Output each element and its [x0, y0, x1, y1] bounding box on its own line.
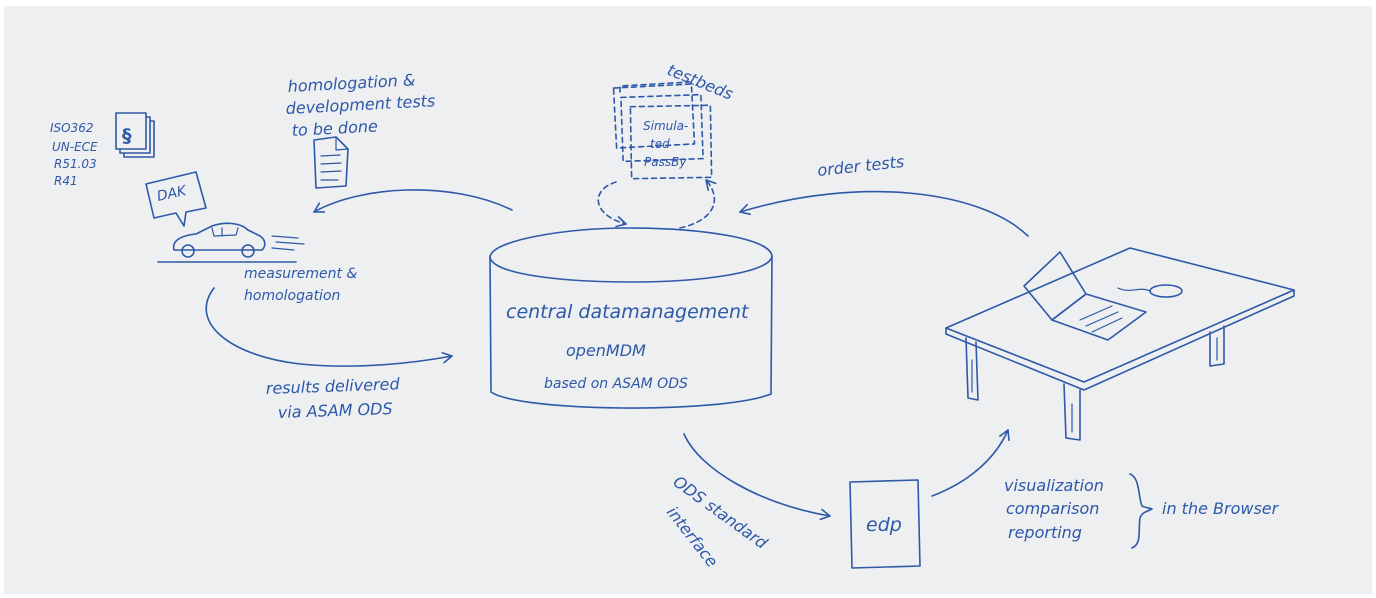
diagram-background: [4, 6, 1372, 594]
simulated-line-2: ted: [650, 137, 670, 151]
testbeds-stack: [612, 81, 713, 180]
capability-reporting: reporting: [1008, 523, 1082, 542]
norm-r5103: R51.03: [54, 157, 97, 171]
measurement-line-1: measurement &: [244, 266, 357, 282]
mouse-icon: [1117, 284, 1183, 298]
central-database-cylinder: [489, 227, 773, 409]
edp-label: edp: [866, 514, 902, 536]
central-title: central datamanagement: [506, 301, 750, 323]
desk-icon: [945, 247, 1295, 441]
results-line-1: results delivered: [265, 374, 400, 398]
simulated-line-3: PassBy: [644, 155, 687, 169]
norm-r41: R41: [54, 174, 78, 188]
db-to-edp-arrow: [683, 433, 831, 521]
central-based-on: based on ASAM ODS: [544, 376, 688, 392]
law-book-icon: [115, 112, 155, 158]
simulated-line-1: Simula-: [643, 119, 688, 133]
homologation-line-2: development tests: [285, 91, 435, 118]
car-icon: [157, 222, 305, 263]
speech-label: DAK: [156, 183, 190, 205]
homologation-line-1: homologation &: [287, 70, 416, 96]
speech-bubble-icon: [145, 171, 207, 227]
db-to-testbeds-arrow: [679, 179, 717, 229]
browser-label: in the Browser: [1162, 499, 1280, 518]
desk-to-db-arrow: [739, 190, 1029, 237]
homologation-line-3: to be done: [291, 117, 378, 140]
laptop-icon: [1023, 251, 1147, 341]
capabilities-brace: [1129, 473, 1153, 549]
edp-to-desk-arrow: [931, 429, 1010, 497]
norm-unece: UN-ECE: [52, 140, 98, 154]
paragraph-symbol: §: [122, 125, 132, 147]
central-product: openMDM: [566, 341, 646, 360]
norm-iso362: ISO362: [50, 121, 94, 135]
order-tests-label: order tests: [816, 152, 905, 180]
testbeds-to-db-arrow: [597, 181, 627, 228]
edp-box: [849, 479, 921, 569]
document-icon: [313, 136, 349, 189]
db-to-car-arrow: [313, 189, 513, 213]
measurement-line-2: homologation: [244, 288, 340, 304]
capability-comparison: comparison: [1006, 499, 1099, 518]
results-line-2: via ASAM ODS: [277, 399, 392, 422]
car-to-db-arrow: [205, 287, 453, 367]
capability-visualization: visualization: [1004, 476, 1104, 495]
